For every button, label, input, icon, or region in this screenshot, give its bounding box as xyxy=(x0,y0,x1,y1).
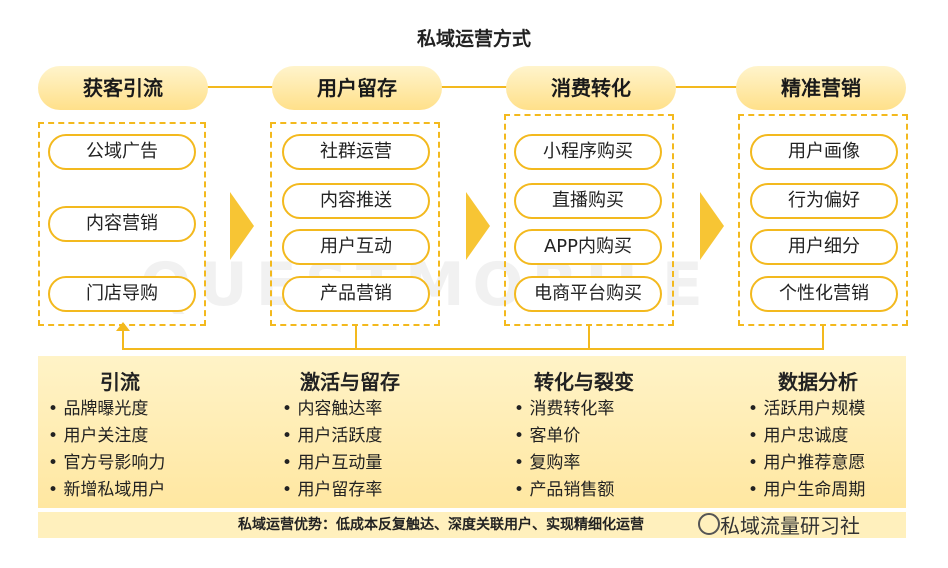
metric-item: • 用户活跃度 xyxy=(282,426,383,446)
stage-item: 公域广告 xyxy=(48,134,196,170)
metric-item: • 客单价 xyxy=(514,426,581,446)
stage-item: 电商平台购买 xyxy=(514,276,662,312)
stage-item: 小程序购买 xyxy=(514,134,662,170)
arrow-up-icon xyxy=(116,322,130,331)
metric-list: • 品牌曝光度 • 用户关注度 • 官方号影响力 • 新增私域用户 xyxy=(48,396,165,504)
loop-line-horizontal xyxy=(122,348,822,350)
loop-line-tick xyxy=(822,326,824,350)
stage-box-conversion xyxy=(504,114,674,326)
metric-column-head: 引流 xyxy=(100,370,140,394)
metric-item: • 新增私域用户 xyxy=(48,480,166,500)
metric-column-head: 数据分析 xyxy=(778,370,858,394)
metric-item: • 用户留存率 xyxy=(282,480,383,500)
stage-item: 用户细分 xyxy=(750,229,898,265)
stage-item: 个性化营销 xyxy=(750,276,898,312)
stage-item: 直播购买 xyxy=(514,183,662,219)
metric-item: • 品牌曝光度 xyxy=(48,399,149,419)
metric-item: • 内容触达率 xyxy=(282,399,383,419)
stage-header-precision-marketing: 精准营销 xyxy=(736,66,906,110)
metric-item: • 复购率 xyxy=(514,453,581,473)
stage-item: 社群运营 xyxy=(282,134,430,170)
page-title: 私域运营方式 xyxy=(416,28,531,50)
chevron-right-icon xyxy=(700,192,724,260)
stage-box-retention xyxy=(270,122,440,326)
watermark-text: 私域流量研习社 xyxy=(720,514,860,538)
chevron-right-icon xyxy=(230,192,254,260)
metric-item: • 用户关注度 xyxy=(48,426,149,446)
stage-item: 内容营销 xyxy=(48,206,196,242)
stage-connector-line xyxy=(200,86,740,88)
metric-list: • 消费转化率 • 客单价 • 复购率 • 产品销售额 xyxy=(514,396,614,504)
loop-line-tick xyxy=(355,326,357,350)
stage-item: 产品营销 xyxy=(282,276,430,312)
metric-item: • 官方号影响力 xyxy=(48,453,166,473)
metric-column-head: 转化与裂变 xyxy=(534,370,634,394)
stage-header-retention: 用户留存 xyxy=(272,66,442,110)
stage-header-acquisition: 获客引流 xyxy=(38,66,208,110)
metric-item: • 用户推荐意愿 xyxy=(748,453,866,473)
stage-item: APP内购买 xyxy=(514,229,662,265)
metric-item: • 活跃用户规模 xyxy=(748,399,866,419)
metric-list: • 活跃用户规模 • 用户忠诚度 • 用户推荐意愿 • 用户生命周期 xyxy=(748,396,865,504)
chevron-right-icon xyxy=(466,192,490,260)
metric-item: • 消费转化率 xyxy=(514,399,615,419)
stage-item: 门店导购 xyxy=(48,276,196,312)
metric-list: • 内容触达率 • 用户活跃度 • 用户互动量 • 用户留存率 xyxy=(282,396,382,504)
metric-item: • 用户互动量 xyxy=(282,453,383,473)
loop-line-tick xyxy=(588,326,590,350)
stage-item: 用户互动 xyxy=(282,229,430,265)
metric-item: • 用户忠诚度 xyxy=(748,426,849,446)
metric-item: • 用户生命周期 xyxy=(748,480,866,500)
metric-item: • 产品销售额 xyxy=(514,480,615,500)
loop-line-up xyxy=(122,326,124,350)
stage-item: 内容推送 xyxy=(282,183,430,219)
stage-box-precision-marketing xyxy=(738,114,908,326)
metrics-panel xyxy=(38,356,906,508)
stage-item: 行为偏好 xyxy=(750,183,898,219)
metric-column-head: 激活与留存 xyxy=(300,370,400,394)
stage-header-conversion: 消费转化 xyxy=(506,66,676,110)
footer-advantages: 私域运营优势：低成本反复触达、深度关联用户、实现精细化运营 xyxy=(38,512,906,538)
wechat-icon xyxy=(698,513,720,535)
stage-item: 用户画像 xyxy=(750,134,898,170)
